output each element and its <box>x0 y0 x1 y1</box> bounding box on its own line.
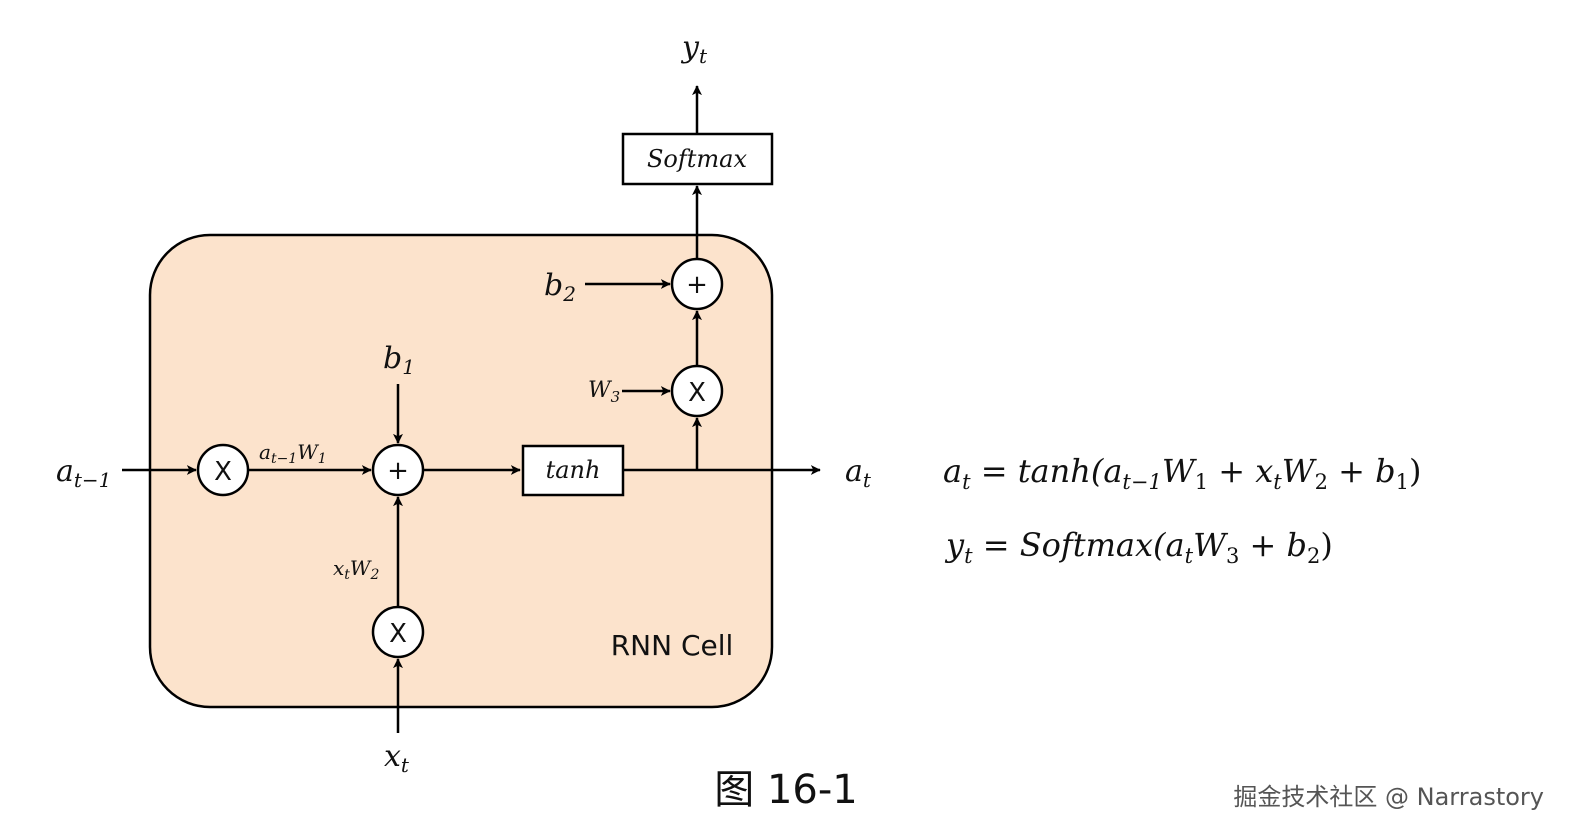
equation-y-t: yt = Softmax(atW3 + b2) <box>944 526 1333 568</box>
mult-node-x: X <box>371 605 425 659</box>
label-b2: b2 <box>544 268 576 306</box>
label-b1: b1 <box>383 341 415 379</box>
mult-node-a: X <box>196 443 250 497</box>
svg-text:X: X <box>214 457 232 487</box>
add-node-b2: + <box>670 257 724 311</box>
label-y-t: yt <box>680 30 708 68</box>
label-a-prev: at−1 <box>56 454 111 492</box>
edge-label-aw1: at−1W1 <box>259 440 327 467</box>
label-x-t: xt <box>384 739 410 777</box>
label-w3: W3 <box>588 378 620 406</box>
svg-text:+: + <box>686 270 708 300</box>
mult-node-w3: X <box>670 364 724 418</box>
figure-caption: 图 16-1 <box>714 767 858 813</box>
edge-label-xw2: xtW2 <box>333 556 379 583</box>
tanh-box: tanh <box>521 444 625 497</box>
svg-text:tanh: tanh <box>546 456 601 484</box>
equation-a-t: at = tanh(at−1W1 + xtW2 + b1) <box>943 452 1422 494</box>
watermark: 掘金技术社区 @ Narrastory <box>1233 783 1544 811</box>
svg-text:+: + <box>387 456 409 486</box>
softmax-box: Softmax <box>621 132 774 186</box>
add-node-b1: + <box>371 443 425 497</box>
rnn-cell-label: RNN Cell <box>611 629 734 662</box>
svg-text:X: X <box>688 378 706 408</box>
label-a-t: at <box>845 454 872 492</box>
svg-text:X: X <box>389 619 407 649</box>
svg-text:Softmax: Softmax <box>647 145 747 173</box>
